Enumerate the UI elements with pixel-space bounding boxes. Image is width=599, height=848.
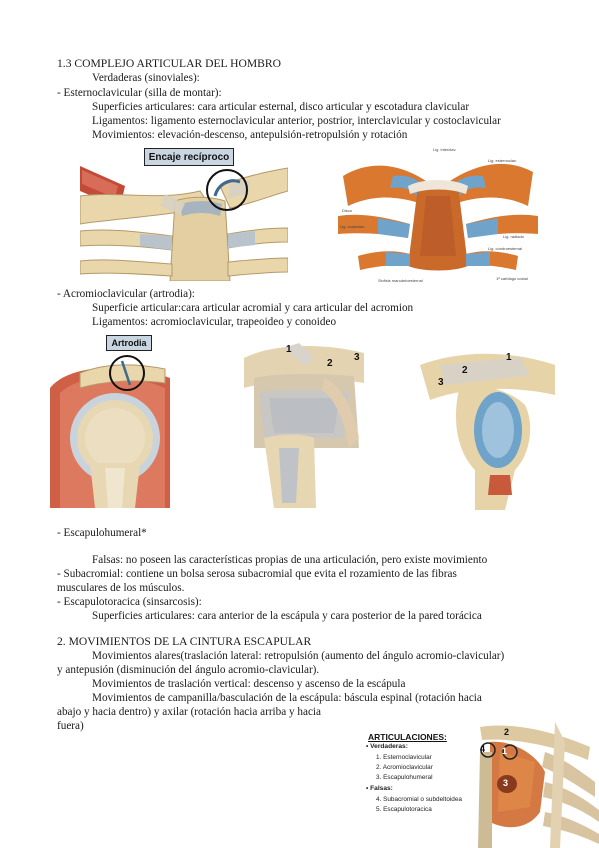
label-number: 2 [327, 358, 333, 369]
artrodia-shoulder-diagram: Artrodia [50, 333, 170, 508]
sternoclavicular-anatomy-image: Lig. interclav. Lig. esternoclav. Disco … [338, 146, 538, 286]
box-item: 3. Escapulohumeral [376, 774, 433, 781]
label-number: 1 [506, 352, 512, 363]
encaje-reciproco-label: Encaje recíproco [144, 148, 234, 166]
text-line: Superficie articular:cara articular acro… [92, 302, 414, 314]
label-number: 3 [354, 352, 360, 363]
text-line: - Subacromial: contiene un bolsa serosa … [57, 568, 457, 580]
text-line: Movimientos: elevación-descenso, antepul… [92, 129, 408, 141]
text-line: y antepusión (disminución del ángulo acr… [57, 664, 320, 676]
text-line: fuera) [57, 720, 84, 732]
box-bullet-verdaderas: • Verdaderas: [366, 743, 408, 750]
label-number: 1 [286, 344, 292, 355]
artrodia-label: Artrodia [106, 335, 152, 351]
text-line: Falsas: no poseen las características pr… [92, 554, 488, 566]
label-number: 3 [438, 377, 444, 388]
articulaciones-figure: ARTICULACIONES: • Verdaderas: 1. Esterno… [360, 712, 599, 848]
text-line: Verdaderas (sinoviales): [92, 72, 200, 84]
box-bullet-falsas: • Falsas: [366, 785, 393, 792]
acromioclavicular-ligaments-image: 1 2 3 [244, 338, 364, 508]
text-line: Movimientos alares(traslación lateral: r… [92, 650, 505, 662]
text-line: Superficies articulares: cara anterior d… [92, 610, 482, 622]
articulaciones-title: ARTICULACIONES: [368, 732, 447, 742]
text-line: Movimientos de campanilla/basculación de… [92, 692, 482, 704]
box-item: 5. Escapulotoracica [376, 806, 432, 813]
text-line: - Escapulohumeral* [57, 527, 147, 539]
text-line: abajo y hacia dentro) y axilar (rotación… [57, 706, 322, 718]
text-line: musculares de los músculos. [57, 582, 185, 594]
text-line: Movimientos de traslación vertical: desc… [92, 678, 406, 690]
text-line: Ligamentos: acromioclavicular, trapeoide… [92, 316, 337, 328]
box-item: 1. Esternoclavicular [376, 754, 432, 761]
label-number: 3 [503, 778, 509, 788]
text-line: Ligamentos: ligamento esternoclavicular … [92, 115, 501, 127]
box-item: 4. Subacromial o subdeltoidea [376, 796, 462, 803]
label-number: 2 [462, 365, 468, 376]
scapula-glenoid-image: 1 2 3 [420, 345, 555, 510]
sternoclavicular-diagram: Encaje recíproco [80, 146, 288, 281]
box-item: 2. Acromioclavicular [376, 764, 433, 771]
label-number: 2 [504, 727, 510, 737]
text-line: - Esternoclavicular (silla de montar): [57, 87, 222, 99]
label-number: 1 [502, 746, 508, 756]
text-line: - Escapulotoracica (sinsarcosis): [57, 596, 202, 608]
label-number: 4 [480, 744, 486, 754]
section-heading-complejo: 1.3 COMPLEJO ARTICULAR DEL HOMBRO [57, 57, 281, 70]
text-line: - Acromioclavicular (artrodia): [57, 288, 195, 300]
text-line: Superficies articulares: cara articular … [92, 101, 470, 113]
section-heading-movimientos: 2. MOVIMIENTOS DE LA CINTURA ESCAPULAR [57, 635, 312, 648]
